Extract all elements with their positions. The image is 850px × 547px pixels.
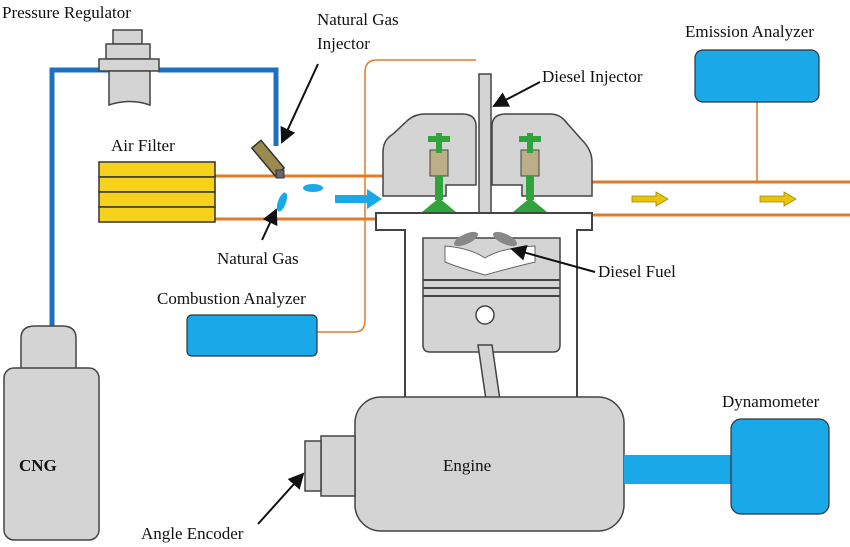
pressure-regulator (98, 29, 160, 107)
engine-body (304, 396, 625, 532)
intake-valve (422, 133, 456, 212)
label-pressure-regulator: Pressure Regulator (2, 3, 131, 22)
exhaust-flow-arrow-2 (759, 191, 797, 207)
arrow-angle-encoder (257, 472, 305, 525)
diesel-injector (478, 73, 492, 225)
intake-pipe (215, 174, 384, 221)
combustion-analyzer-box (186, 314, 318, 357)
label-air-filter: Air Filter (111, 136, 175, 155)
label-emission-analyzer: Emission Analyzer (685, 22, 814, 41)
label-ng-injector-2: Injector (317, 34, 370, 53)
arrow-ng-injector (280, 63, 319, 144)
gas-spray-down (276, 192, 288, 212)
air-filter (98, 161, 216, 223)
natural-gas-injector (250, 139, 323, 212)
label-engine: Engine (443, 456, 491, 475)
cng-tank (3, 325, 100, 541)
dynamometer-box (730, 418, 830, 515)
exhaust-valve (513, 133, 547, 212)
exhaust-pipe (592, 180, 850, 217)
gas-supply-line (49, 67, 279, 326)
arrow-diesel-fuel (510, 245, 596, 273)
label-diesel-fuel: Diesel Fuel (598, 262, 676, 281)
gas-spray-right (303, 184, 323, 192)
label-ng-injector-1: Natural Gas (317, 10, 399, 29)
diesel-spray (454, 231, 517, 247)
label-angle-encoder: Angle Encoder (141, 524, 244, 543)
label-dynamometer: Dynamometer (722, 392, 820, 411)
intake-flow-arrow (335, 189, 382, 209)
arrow-diesel-injector (492, 81, 541, 107)
label-natural-gas: Natural Gas (217, 249, 299, 268)
label-diesel-injector: Diesel Injector (542, 67, 643, 86)
label-combustion-analyzer: Combustion Analyzer (157, 289, 306, 308)
emission-analyzer-box (694, 49, 820, 103)
drive-shaft (624, 455, 731, 484)
leader-arrows (257, 63, 596, 525)
exhaust-flow-arrow-1 (631, 191, 669, 207)
label-cng: CNG (19, 456, 57, 475)
arrow-natural-gas (261, 208, 278, 241)
piston (422, 237, 561, 353)
